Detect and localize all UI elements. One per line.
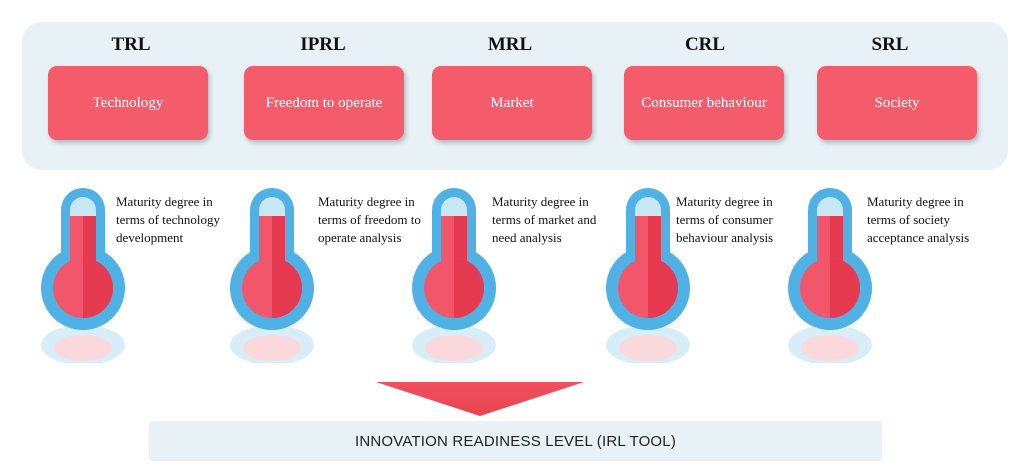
iprl-card: Freedom to operate (244, 66, 404, 140)
iprl-desc-line-3: operate analysis (318, 230, 402, 245)
srl-heading: SRL (871, 34, 909, 55)
mrl-desc-line-3: need analysis (492, 230, 562, 245)
crl-desc-line-3: behaviour analysis (676, 230, 774, 245)
srl-desc-line-3: acceptance analysis (867, 230, 970, 245)
thermometer-icon (230, 188, 314, 363)
mrl-heading: MRL (487, 34, 533, 55)
thermometer-icon (606, 188, 690, 363)
thermometer-icon (412, 188, 496, 363)
mrl-card: Market (432, 66, 592, 140)
irl-tool-box: INNOVATION READINESS LEVEL (IRL TOOL) (149, 421, 882, 461)
crl-description: Maturity degree in terms of consumer beh… (676, 193, 801, 247)
crl-card: Consumer behaviour (624, 66, 784, 140)
mrl-desc-line-2: terms of market and (492, 212, 597, 227)
srl-card: Society (817, 66, 977, 140)
iprl-desc-line-1: Maturity degree in (318, 194, 415, 209)
crl-heading: CRL (684, 34, 726, 55)
iprl-description: Maturity degree in terms of freedom to o… (318, 193, 443, 247)
mrl-desc-line-1: Maturity degree in (492, 194, 589, 209)
mrl-description: Maturity degree in terms of market and n… (492, 193, 617, 247)
trl-desc-line-1: Maturity degree in (116, 194, 213, 209)
down-arrow-icon (376, 382, 584, 416)
srl-description: Maturity degree in terms of society acce… (867, 193, 992, 247)
thermometer-icon (788, 188, 872, 363)
trl-card: Technology (48, 66, 208, 140)
srl-desc-line-1: Maturity degree in (867, 194, 964, 209)
trl-heading: TRL (111, 34, 151, 55)
trl-desc-line-3: development (116, 230, 184, 245)
trl-description: Maturity degree in terms of technology d… (116, 193, 241, 247)
irl-tool-label: INNOVATION READINESS LEVEL (IRL TOOL) (354, 432, 677, 450)
iprl-desc-line-2: terms of freedom to (318, 212, 421, 227)
crl-desc-line-1: Maturity degree in (676, 194, 773, 209)
srl-desc-line-2: terms of society (867, 212, 951, 227)
thermometer-icon (41, 188, 125, 363)
crl-desc-line-2: terms of consumer (676, 212, 773, 227)
iprl-heading: IPRL (300, 34, 346, 55)
trl-desc-line-2: terms of technology (116, 212, 220, 227)
